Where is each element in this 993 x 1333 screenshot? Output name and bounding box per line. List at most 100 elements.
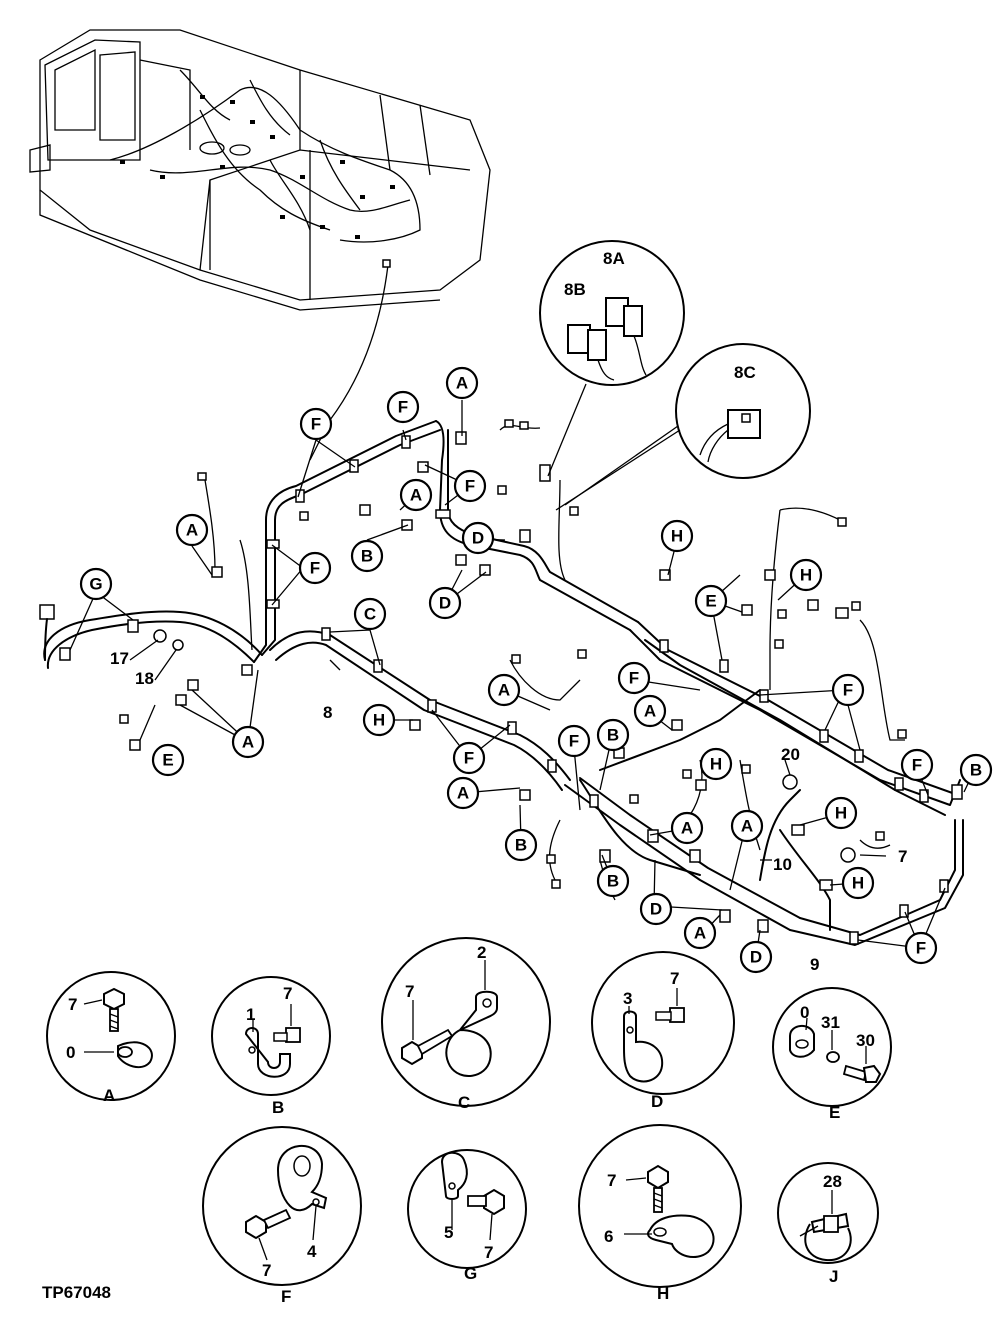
- svg-text:7: 7: [405, 982, 414, 1001]
- detail-G: 5 7 G: [407, 1149, 527, 1283]
- callout-F-4: F: [298, 551, 332, 585]
- callout-A-7: A: [633, 694, 667, 728]
- part-8-label: 8: [323, 703, 332, 722]
- callout-F-6: F: [557, 724, 591, 758]
- detail-C: 7 2 C: [381, 937, 551, 1112]
- svg-text:F: F: [398, 398, 408, 417]
- detail-H-caption: H: [657, 1284, 669, 1303]
- svg-text:1: 1: [246, 1005, 255, 1024]
- svg-text:A: A: [694, 924, 706, 943]
- svg-text:A: A: [498, 681, 510, 700]
- part-10-label: 10: [773, 855, 792, 874]
- detail-B: 1 7 B: [211, 976, 331, 1117]
- callout-A-10: A: [683, 916, 717, 950]
- svg-text:A: A: [410, 486, 422, 505]
- callout-F-9: F: [900, 748, 934, 782]
- callout-B-5: B: [959, 753, 993, 787]
- svg-text:B: B: [361, 547, 373, 566]
- svg-text:B: B: [515, 836, 527, 855]
- callout-B-2: B: [504, 828, 538, 862]
- svg-text:7: 7: [262, 1261, 271, 1280]
- figure-id: TP67048: [42, 1283, 111, 1302]
- svg-text:A: A: [457, 784, 469, 803]
- detail-C-caption: C: [458, 1093, 470, 1112]
- svg-text:A: A: [644, 702, 656, 721]
- detail-F-caption: F: [281, 1287, 291, 1306]
- callout-J-1: H: [362, 703, 396, 737]
- callout-F-3: F: [453, 469, 487, 503]
- svg-text:6: 6: [604, 1227, 613, 1246]
- callout-D-3: D: [639, 892, 673, 926]
- svg-text:F: F: [464, 749, 474, 768]
- callout-D-1: D: [461, 521, 495, 555]
- svg-text:E: E: [162, 751, 173, 770]
- callout-J-2: H: [660, 519, 694, 553]
- detail-D: 3 7 D: [591, 951, 735, 1111]
- svg-text:2: 2: [477, 943, 486, 962]
- svg-text:4: 4: [307, 1242, 317, 1261]
- detail-D-caption: D: [651, 1092, 663, 1111]
- callout-A-5: A: [231, 725, 265, 759]
- svg-text:F: F: [311, 415, 321, 434]
- part-20-label: 20: [781, 745, 800, 764]
- detail-G-caption: G: [464, 1264, 477, 1283]
- detail-J-caption: J: [829, 1267, 838, 1286]
- part-17-label: 17: [110, 649, 129, 668]
- svg-text:H: H: [373, 711, 385, 730]
- svg-text:7: 7: [670, 969, 679, 988]
- connector-8a-label: 8A: [603, 249, 625, 268]
- detail-E: 0 31 30 E: [772, 987, 892, 1122]
- svg-text:0: 0: [800, 1003, 809, 1022]
- svg-text:F: F: [916, 939, 926, 958]
- callout-B-3: B: [596, 718, 630, 752]
- callout-J-3: H: [789, 558, 823, 592]
- svg-text:A: A: [242, 733, 254, 752]
- callout-F-1: F: [299, 407, 333, 441]
- svg-text:28: 28: [823, 1172, 842, 1191]
- connector-detail-8c: [555, 343, 811, 511]
- part-7-main-label: 7: [898, 847, 907, 866]
- part-18-label: 18: [135, 669, 154, 688]
- svg-text:A: A: [456, 374, 468, 393]
- detail-E-caption: E: [829, 1103, 840, 1122]
- svg-text:5: 5: [444, 1223, 453, 1242]
- svg-text:D: D: [650, 900, 662, 919]
- machine-overview: [29, 29, 491, 311]
- callout-B-4: B: [596, 864, 630, 898]
- callout-letter-group: F F A F A A B D F D G C A H A E F A B F …: [69, 249, 993, 974]
- callout-A-9: A: [730, 809, 764, 843]
- svg-text:D: D: [750, 948, 762, 967]
- callout-J-4: H: [699, 747, 733, 781]
- svg-text:3: 3: [623, 989, 632, 1008]
- svg-text:7: 7: [283, 984, 292, 1003]
- part-9-label: 9: [810, 955, 819, 974]
- callout-A-4: A: [487, 673, 521, 707]
- svg-text:7: 7: [68, 995, 77, 1014]
- svg-text:F: F: [629, 669, 639, 688]
- svg-text:0: 0: [66, 1043, 75, 1062]
- callout-B-1: B: [350, 539, 384, 573]
- svg-text:D: D: [439, 594, 451, 613]
- callout-J-6: H: [841, 866, 875, 900]
- svg-text:31: 31: [821, 1013, 840, 1032]
- svg-text:A: A: [186, 521, 198, 540]
- svg-text:B: B: [970, 761, 982, 780]
- callout-F-7: F: [617, 661, 651, 695]
- callout-C: C: [353, 597, 387, 631]
- svg-text:H: H: [800, 566, 812, 585]
- svg-text:30: 30: [856, 1031, 875, 1050]
- connector-8c-label: 8C: [734, 363, 756, 382]
- callout-D-2: D: [428, 586, 462, 620]
- svg-text:F: F: [569, 732, 579, 751]
- svg-text:H: H: [852, 874, 864, 893]
- callout-D-4: D: [739, 940, 773, 974]
- connector-detail-8a-8b: [539, 240, 685, 477]
- svg-text:A: A: [741, 817, 753, 836]
- detail-A: 7 0 A: [46, 971, 176, 1105]
- callout-E: E: [694, 584, 728, 618]
- callout-H: G: [79, 567, 113, 601]
- callout-A-8: A: [670, 811, 704, 845]
- detail-A-caption: A: [103, 1086, 115, 1105]
- callout-A-2: A: [399, 478, 433, 512]
